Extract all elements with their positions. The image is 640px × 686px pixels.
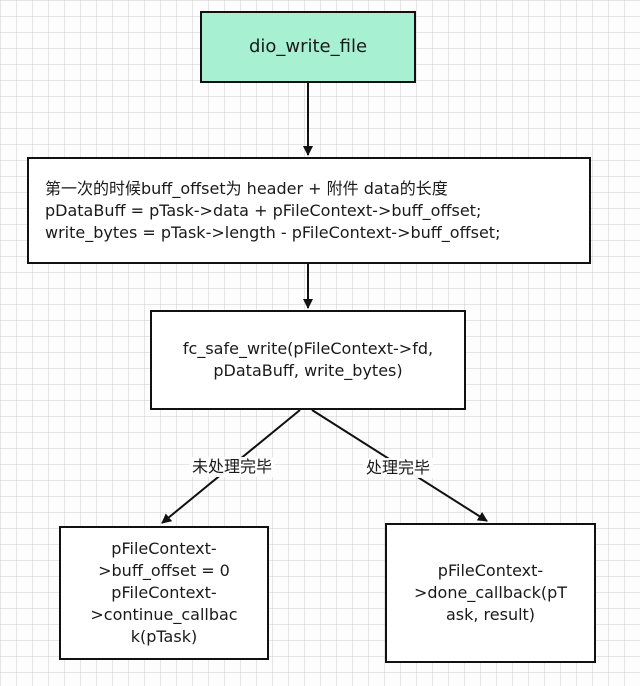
continue-callback-node: pFileContext- >buff_offset = 0 pFileCont… — [59, 526, 269, 660]
edge-label-not-finished: 未处理完毕 — [189, 457, 276, 477]
start-node: dio_write_file — [200, 11, 416, 83]
safe-write-node: fc_safe_write(pFileContext->fd, pDataBuf… — [150, 310, 466, 410]
edge-label-finished: 处理完毕 — [363, 458, 434, 478]
offset-calculation-node: 第一次的时候buff_offset为 header + 附件 data的长度 p… — [27, 157, 591, 264]
done-callback-node: pFileContext- >done_callback(pT ask, res… — [385, 523, 596, 663]
